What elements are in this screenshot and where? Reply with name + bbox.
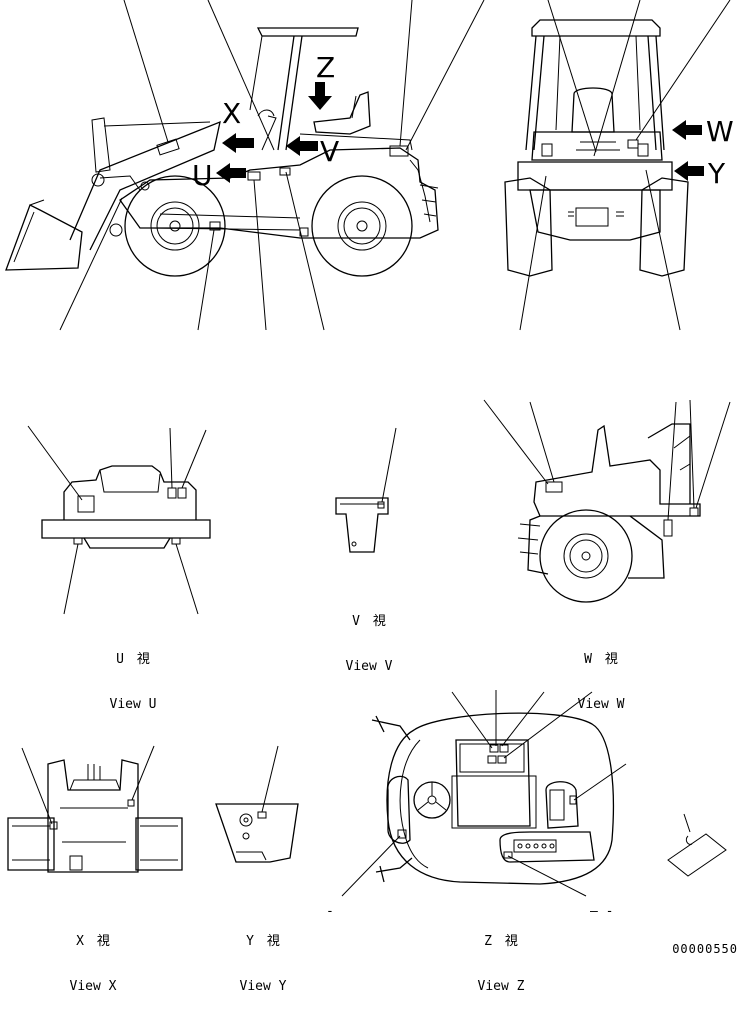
caption-view-w-jp: W 視 (584, 652, 618, 667)
view-w-drawing (483, 399, 731, 603)
loader-side-view (5, 0, 485, 331)
caption-view-z: Z 視 View Z (456, 904, 546, 1009)
caption-view-x: X 視 View X (48, 904, 138, 1009)
caption-view-u: U 視 View U (88, 622, 178, 727)
arrow-left-icon (216, 163, 246, 183)
view-z-drawing (341, 690, 627, 897)
arrow-left-icon (222, 133, 254, 153)
caption-view-v: V 視 View V (324, 584, 414, 689)
caption-view-u-en: View U (109, 697, 157, 712)
view-y-dash: - (326, 904, 334, 919)
caption-view-y-en: View Y (239, 979, 287, 994)
arrow-left-icon (286, 136, 318, 156)
view-letter-u: U (192, 159, 213, 192)
caption-view-z-jp: Z 視 (484, 934, 518, 949)
view-letter-z: Z (316, 51, 336, 84)
view-letter-v: V (320, 135, 340, 168)
label-placement-drawing (5, 0, 731, 897)
arrow-down-icon (308, 82, 332, 110)
view-x-drawing (7, 745, 183, 873)
view-v-drawing (335, 427, 397, 553)
caption-view-w-en: View W (577, 697, 625, 712)
view-letter-y: Y (708, 157, 726, 190)
label-sheet-drawing (667, 813, 727, 877)
caption-view-w: W 視 View W (556, 622, 646, 727)
caption-view-x-jp: X 視 (76, 934, 110, 949)
caption-view-z-en: View Z (477, 979, 525, 994)
caption-view-y-jp: Y 視 (246, 934, 280, 949)
caption-view-y: Y 視 View Y (218, 904, 308, 1009)
view-z-dashes: – - (590, 904, 614, 919)
part-number: 00000550 (672, 942, 738, 956)
view-u-drawing (27, 425, 211, 615)
loader-front-view (504, 0, 731, 331)
arrow-left-icon (674, 161, 704, 181)
caption-view-v-jp: V 視 (352, 614, 386, 629)
caption-view-u-jp: U 視 (116, 652, 150, 667)
view-letter-x: X (222, 97, 242, 130)
caption-view-v-en: View V (345, 659, 393, 674)
view-y-drawing (215, 745, 299, 863)
caption-view-x-en: View X (69, 979, 117, 994)
view-letter-w: W (706, 115, 734, 148)
arrow-left-icon (672, 120, 702, 140)
